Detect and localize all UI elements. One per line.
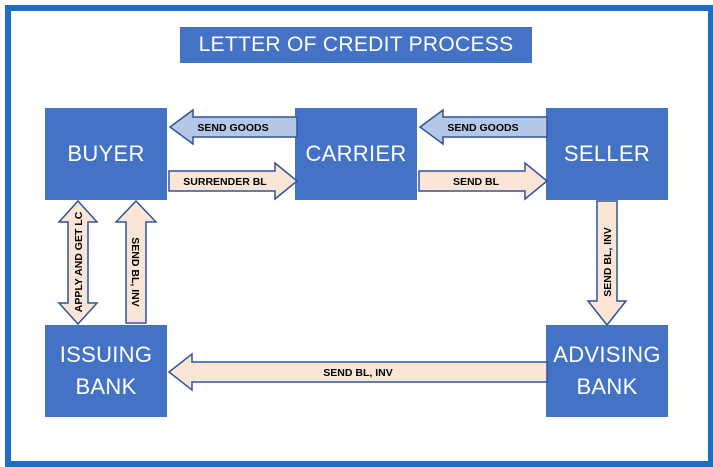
- arrow-send-bl-inv-to-issuing: SEND BL, INV: [167, 352, 548, 392]
- arrow-surrender-bl: SURRENDER BL: [168, 161, 299, 201]
- advising-bank-box: ADVISING BANK: [546, 325, 668, 417]
- arrow-label: SEND BL, INV: [602, 227, 614, 296]
- arrow-apply-and-get-lc: APPLY AND GET LC: [57, 199, 99, 326]
- arrow-label: APPLY AND GET LC: [73, 211, 85, 312]
- arrow-label: SURRENDER BL: [183, 176, 267, 188]
- arrow-label: SEND BL: [453, 176, 500, 188]
- arrow-send-goods-to-carrier: SEND GOODS: [418, 108, 548, 146]
- carrier-box: CARRIER: [295, 108, 417, 200]
- diagram-title: LETTER OF CREDIT PROCESS: [180, 27, 532, 63]
- arrow-send-bl-inv-to-buyer: SEND BL, INV: [114, 199, 158, 324]
- arrow-label: SEND BL, INV: [323, 367, 392, 379]
- arrow-send-bl-inv-to-advising: SEND BL, INV: [586, 200, 628, 327]
- buyer-box: BUYER: [45, 108, 167, 200]
- issuing-bank-box: ISSUING BANK: [45, 325, 167, 417]
- arrow-label: SEND GOODS: [197, 122, 268, 134]
- arrow-label: SEND GOODS: [447, 122, 518, 134]
- arrow-send-goods-to-buyer: SEND GOODS: [168, 108, 298, 146]
- arrow-send-bl: SEND BL: [418, 161, 549, 201]
- seller-box: SELLER: [546, 108, 668, 200]
- arrow-label: SEND BL, INV: [129, 237, 141, 306]
